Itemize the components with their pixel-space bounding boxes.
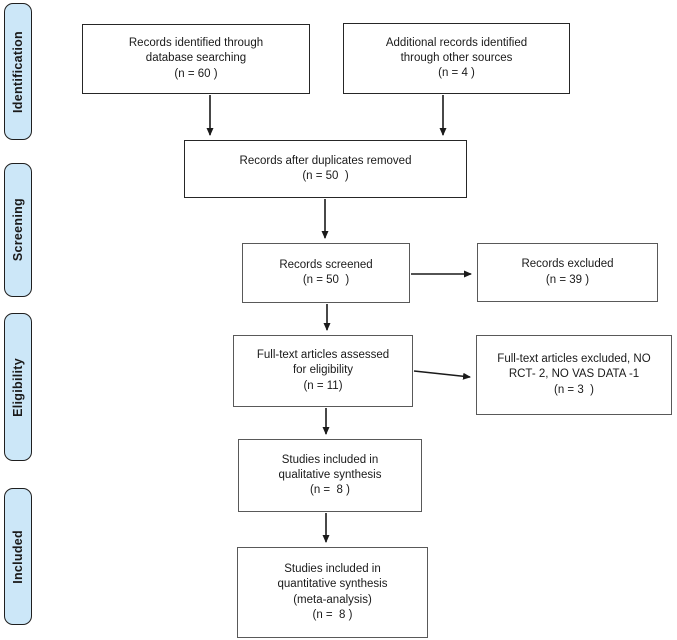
box-fulltext-excluded: Full-text articles excluded, NO RCT- 2, … bbox=[476, 335, 672, 415]
box-quantitative-synthesis: Studies included in quantitative synthes… bbox=[237, 547, 428, 638]
stage-eligibility: Eligibility bbox=[4, 313, 32, 461]
arrow-fulltext-to-excluded bbox=[413, 370, 471, 380]
stage-identification-label: Identification bbox=[11, 30, 25, 113]
box-duplicates-removed: Records after duplicates removed (n = 50… bbox=[184, 140, 467, 198]
box-records-screened: Records screened (n = 50 ) bbox=[242, 243, 410, 303]
box-additional-records: Additional records identified through ot… bbox=[343, 23, 570, 94]
stage-identification: Identification bbox=[4, 3, 32, 140]
stage-included-label: Included bbox=[11, 529, 25, 584]
stage-included: Included bbox=[4, 488, 32, 625]
box-records-identified-database: Records identified through database sear… bbox=[82, 24, 310, 94]
box-records-excluded: Records excluded (n = 39 ) bbox=[477, 243, 658, 302]
stage-screening-label: Screening bbox=[11, 198, 25, 262]
box-fulltext-assessed: Full-text articles assessed for eligibil… bbox=[233, 335, 413, 407]
box-qualitative-synthesis: Studies included in qualitative synthesi… bbox=[238, 439, 422, 512]
stage-screening: Screening bbox=[4, 163, 32, 297]
stage-eligibility-label: Eligibility bbox=[11, 357, 25, 417]
